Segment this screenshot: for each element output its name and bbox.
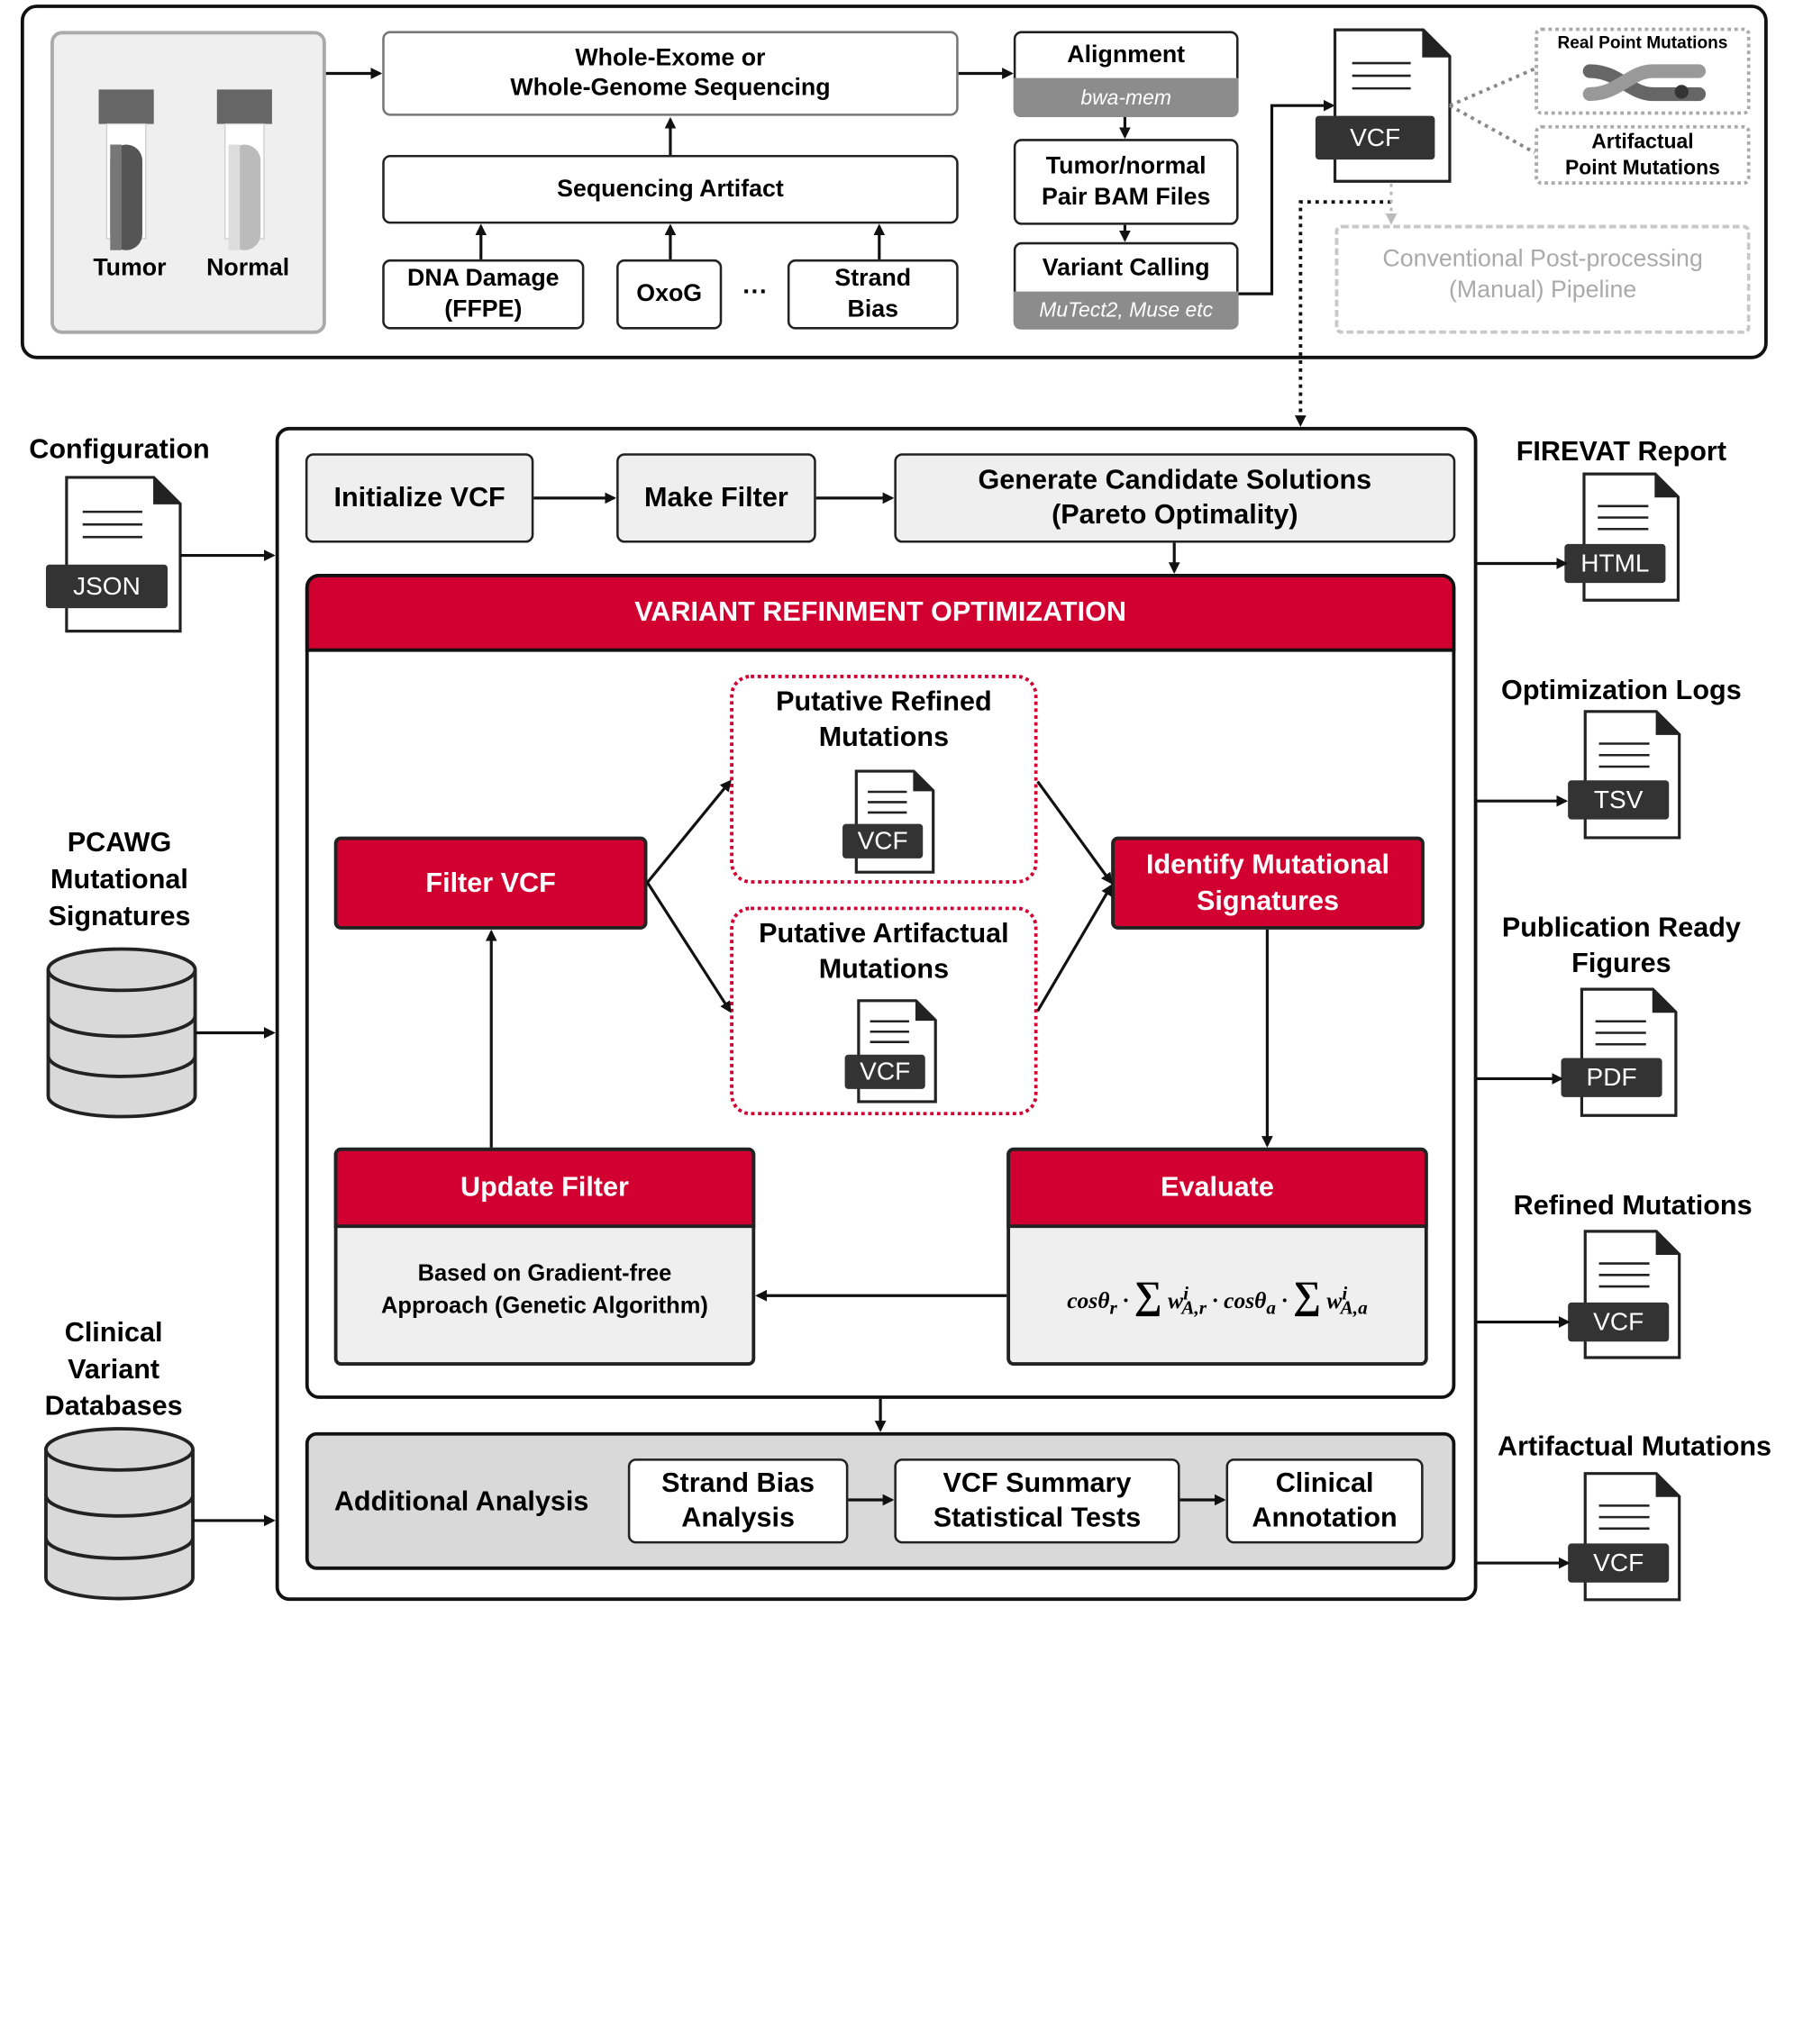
tumor-tube-icon <box>98 89 154 250</box>
normal-tube-icon <box>216 89 272 250</box>
pcawg-database-icon <box>46 947 197 1119</box>
update-filter-title: Update Filter <box>333 1147 756 1229</box>
tube-icons <box>98 89 272 250</box>
normal-label: Normal <box>206 254 290 282</box>
artifactual-point-box <box>1534 124 1751 186</box>
sequencing-artifact-box: Sequencing Artifact <box>382 154 959 224</box>
evaluate-formula: cosθr · ∑ wiA,r · cosθa · ∑ wiA,a <box>1067 1274 1368 1319</box>
update-filter-desc: Based on Gradient-free Approach (Genetic… <box>381 1261 708 1319</box>
chromosome-icon <box>1582 64 1707 102</box>
dna-damage-box: DNA Damage (FFPE) <box>382 259 585 330</box>
output-title-4: Artifactual Mutations <box>1498 1431 1772 1462</box>
bam-box: Tumor/normal Pair BAM Files <box>1013 139 1239 225</box>
pcawg-label: PCAWG Mutational Signatures <box>48 827 191 932</box>
real-point-label: Real Point Mutations <box>1557 32 1728 53</box>
conventional-label: Conventional Post-processing (Manual) Pi… <box>1382 245 1703 304</box>
artifactual-vcf-tag: VCF <box>844 1054 925 1089</box>
output-tag-2: PDF <box>1561 1058 1662 1097</box>
clinical-database-icon <box>44 1427 195 1601</box>
sequencing-box: Whole-Exome or Whole-Genome Sequencing <box>382 31 959 116</box>
putative-artifactual-label: Putative Artifactual Mutations <box>759 918 1009 986</box>
real-point-box <box>1534 27 1751 115</box>
generate-candidates-box: Generate Candidate Solutions (Pareto Opt… <box>894 453 1456 543</box>
strand-bias-analysis-box: Strand Bias Analysis <box>627 1458 849 1544</box>
output-title-0: FIREVAT Report <box>1516 436 1727 468</box>
output-tag-4: VCF <box>1568 1543 1670 1583</box>
make-filter-box: Make Filter <box>616 453 816 543</box>
evaluate-title: Evaluate <box>1006 1147 1428 1229</box>
upstream-panel <box>20 5 1768 359</box>
output-title-2: Publication Ready Figures <box>1501 912 1741 979</box>
connector-arrows <box>180 67 1571 1569</box>
top-vcf-tag: VCF <box>1315 115 1435 160</box>
bwa-label: bwa-mem <box>1013 77 1239 117</box>
conventional-box <box>1334 224 1751 334</box>
ellipsis: ··· <box>742 277 769 305</box>
clinical-label: Clinical Variant Databases <box>44 1317 183 1422</box>
samples-panel <box>50 31 326 334</box>
output-tag-3: VCF <box>1568 1302 1670 1342</box>
firevat-panel <box>275 426 1478 1602</box>
output-tag-1: TSV <box>1568 780 1670 820</box>
vcf-summary-box: VCF Summary Statistical Tests <box>894 1458 1180 1544</box>
additional-analysis-label: Additional Analysis <box>333 1485 589 1518</box>
oxog-box: OxoG <box>616 259 723 330</box>
alignment-label: Alignment <box>1067 41 1186 68</box>
output-title-1: Optimization Logs <box>1501 675 1742 706</box>
identify-signatures-box: Identify Mutational Signatures <box>1111 836 1425 930</box>
artifactual-point-label: Artifactual Point Mutations <box>1564 129 1720 179</box>
output-title-3: Refined Mutations <box>1513 1190 1753 1222</box>
vro-title: VARIANT REFINMENT OPTIMIZATION <box>305 573 1456 652</box>
json-tag: JSON <box>45 564 168 609</box>
variant-calling-label: Variant Calling <box>1042 254 1210 282</box>
strand-bias-box: Strand Bias <box>787 259 959 330</box>
putative-refined-label: Putative Refined Mutations <box>776 686 992 753</box>
clinical-annotation-box: Clinical Annotation <box>1225 1458 1424 1544</box>
initialize-vcf-box: Initialize VCF <box>305 453 534 543</box>
tumor-label: Tumor <box>93 254 167 282</box>
output-tag-0: HTML <box>1564 543 1666 584</box>
refined-vcf-tag: VCF <box>842 823 924 858</box>
callers-label: MuTect2, Muse etc <box>1013 291 1239 330</box>
filter-vcf-box: Filter VCF <box>333 836 648 930</box>
configuration-label: Configuration <box>29 433 210 465</box>
